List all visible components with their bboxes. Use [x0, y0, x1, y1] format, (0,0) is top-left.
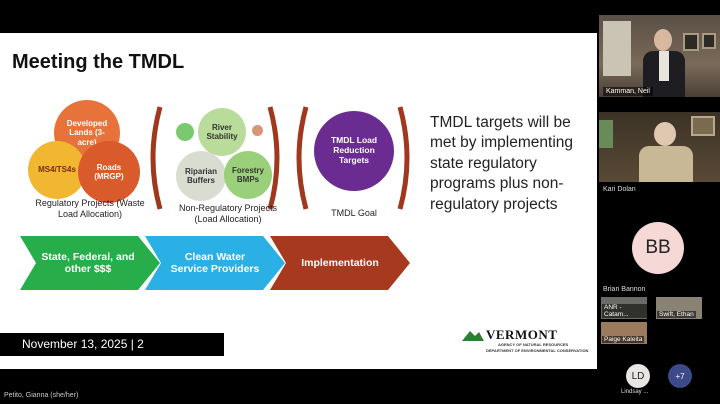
red-dot-small	[252, 125, 263, 136]
person-shirt	[659, 51, 669, 81]
green-dot-small	[176, 123, 194, 141]
mini-name-kaleita: Paige Kaleita	[602, 336, 645, 343]
mini-tile-kaleita[interactable]: Paige Kaleita	[601, 322, 647, 344]
avatar-initials-ld: LD	[631, 370, 645, 382]
mini-tile-anr[interactable]: ANR - Catam...	[601, 297, 647, 319]
slide-body-text: TMDL targets will be met by implementing…	[430, 114, 574, 213]
arrow-cwsp-label: Clean Water Service Providers	[170, 251, 260, 275]
person-head	[654, 122, 676, 146]
participant-name-lindsay: Lindsay ...	[621, 389, 649, 395]
arrow-implementation-label: Implementation	[301, 257, 379, 269]
regulatory-caption: Regulatory Projects (Waste Load Allocati…	[35, 198, 145, 219]
video-shelf	[599, 120, 613, 148]
slide-title: Meeting the TMDL	[12, 51, 185, 73]
participant-name-kamman: Kamman, Neil	[603, 87, 653, 96]
presenter-name: Petito, Gianna (she/her)	[4, 392, 79, 399]
participant-name-bannon: Brian Bannon	[603, 286, 646, 293]
logo-line1: AGENCY OF NATURAL RESOURCES	[498, 342, 569, 347]
logo-name: VERMONT	[486, 327, 558, 342]
avatar-initials-bb: BB	[645, 237, 671, 258]
more-count: +7	[675, 371, 685, 381]
bracket-right-1	[267, 106, 280, 210]
mountain-logo-icon	[462, 331, 484, 341]
arrow-funding-label: State, Federal, and other $$$	[41, 251, 135, 275]
video-frame-right	[683, 33, 699, 51]
non-regulatory-caption: Non-Regulatory Projects (Load Allocation…	[178, 203, 278, 224]
mini-tile-swift[interactable]: Swift, Ethan	[656, 297, 702, 319]
logo-line2: DEPARTMENT OF ENVIRONMENTAL CONSERVATION	[486, 348, 589, 353]
video-window-left	[603, 21, 631, 76]
video-frame-right-2	[702, 33, 716, 49]
bubble-river-stability: River Stability	[198, 108, 246, 156]
participant-tile-kamman[interactable]: Kamman, Neil	[599, 15, 720, 97]
arrow-red-shape	[270, 236, 410, 290]
arrow-blue-shape	[145, 236, 285, 290]
participant-name-dolan: Kari Dolan	[603, 186, 636, 193]
bubble-forestry-bmps: Forestry BMPs	[224, 151, 272, 199]
bubble-tmdl-targets: TMDL Load Reduction Targets	[314, 111, 394, 191]
video-frame	[691, 116, 715, 136]
bracket-left-1	[150, 106, 163, 210]
more-participants-button[interactable]: +7	[668, 364, 692, 388]
shared-slide: Meeting the TMDL Developed Lands (3-acre…	[0, 33, 597, 369]
mini-name-swift: Swift, Ethan	[657, 311, 696, 318]
avatar-ld[interactable]: LD	[626, 364, 650, 388]
person-body	[639, 146, 693, 182]
arrow-green-shape	[20, 236, 160, 290]
bracket-left-2	[296, 106, 309, 210]
bubble-roads: Roads (MRGP)	[78, 141, 140, 203]
slide-footer-date: November 13, 2025 | 2	[0, 333, 224, 356]
goal-caption: TMDL Goal	[331, 208, 377, 218]
participant-tile-dolan[interactable]	[599, 112, 720, 182]
person-head	[654, 29, 672, 51]
bubble-ms4-ts4s: MS4/TS4s	[28, 141, 86, 199]
bubble-riparian-buffers: Riparian Buffers	[176, 151, 226, 201]
avatar-bb[interactable]: BB	[632, 222, 684, 274]
mini-name-anr: ANR - Catam...	[602, 304, 647, 318]
bracket-right-2	[397, 106, 410, 210]
